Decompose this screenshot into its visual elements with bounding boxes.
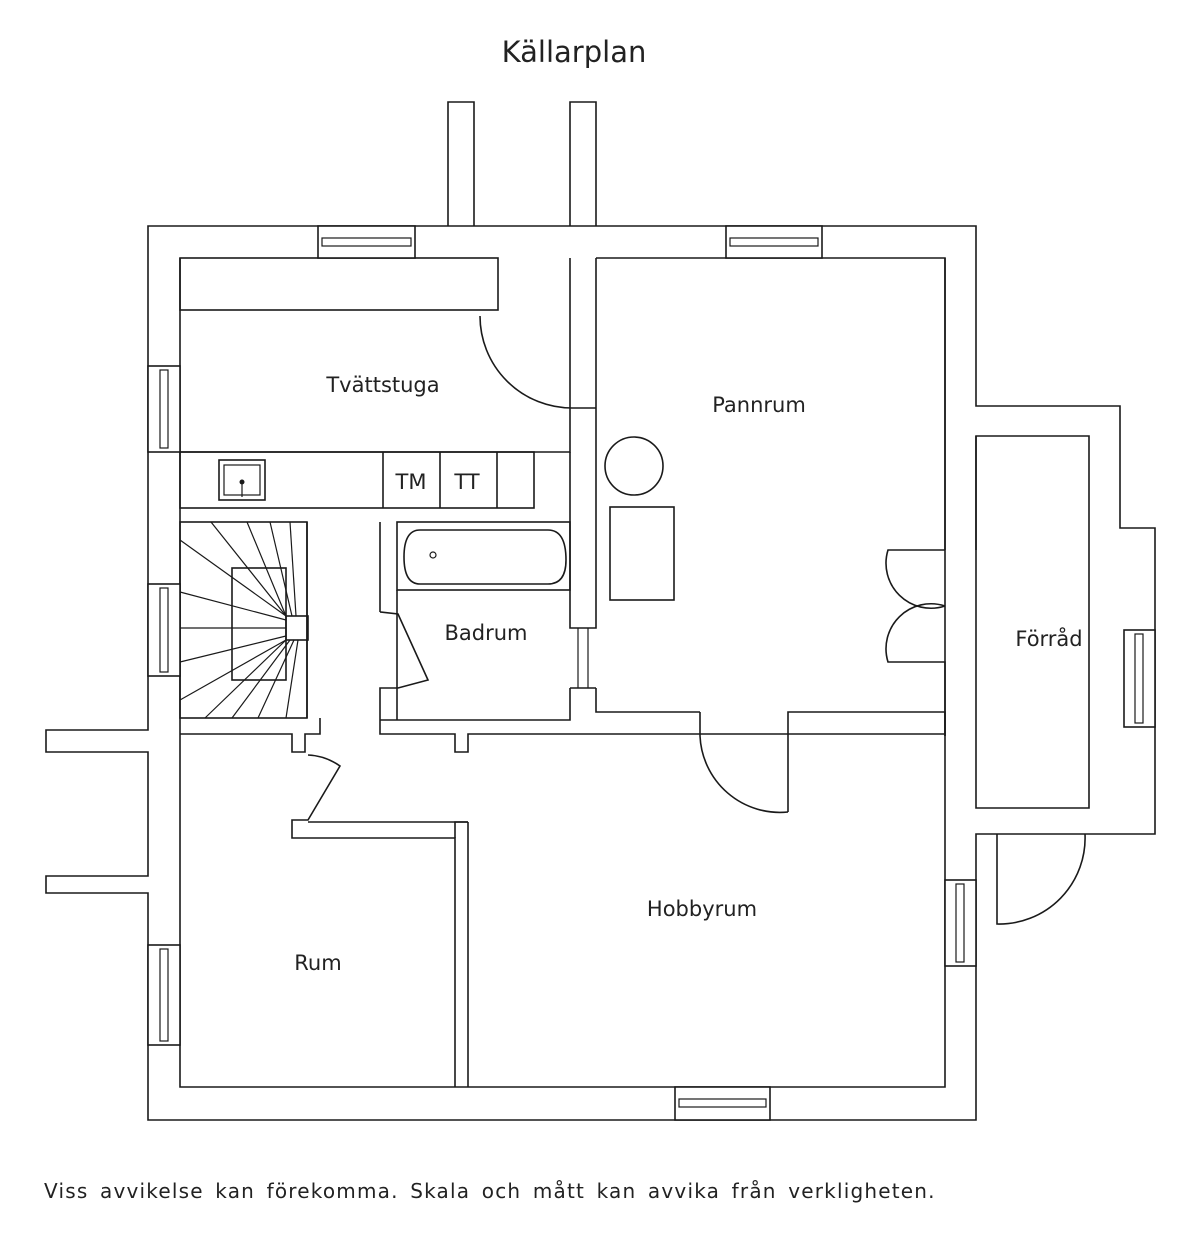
chimney-shafts [447,101,597,226]
storage-room [975,435,1090,925]
door-icon [699,712,789,814]
outer-walls [45,225,1156,1121]
room-label-rum: Rum [294,951,341,975]
laundry-area [179,257,946,550]
window-icon [147,365,181,453]
window-icon [317,225,416,259]
disclaimer-text: Viss avvikelse kan förekomma. Skala och … [44,1179,936,1203]
staircase-icon [179,521,309,719]
room-label-forrad: Förråd [1015,626,1082,651]
door-icon [996,833,1086,925]
window-icon [147,944,181,1046]
boiler-icon [604,436,664,496]
plan-title: Källarplan [502,35,647,69]
room-label-tvattstuga: Tvättstuga [325,373,439,397]
window-icon [147,583,181,677]
door-icon [479,315,573,409]
bathroom [379,521,571,720]
sink-icon [218,459,266,501]
room-label-badrum: Badrum [444,621,527,645]
door-icon [291,754,456,1087]
boiler-room [380,258,946,814]
fixture-label-tt: TT [453,470,479,494]
window-icon [944,879,977,967]
window-icon [725,225,823,259]
window-icon [674,1086,771,1121]
window-icon [1123,629,1156,728]
fixture-label-tm: TM [395,470,427,494]
door-icon [885,549,946,609]
room-label-hobbyrum: Hobbyrum [647,897,757,921]
door-icon [885,603,946,736]
windows [147,225,1156,1121]
room-label-pannrum: Pannrum [712,393,806,417]
door-icon [379,611,430,720]
bathtub-icon [403,529,567,585]
internal-walls [180,718,945,1087]
